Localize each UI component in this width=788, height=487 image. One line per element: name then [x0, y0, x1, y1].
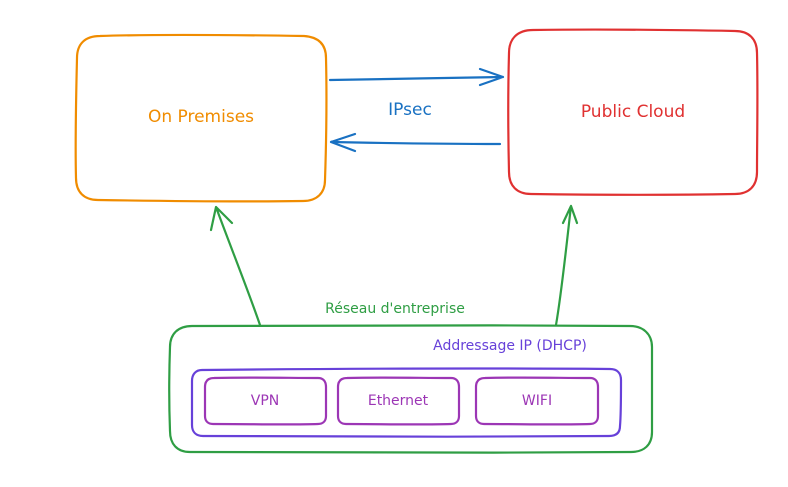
ip-addressing-node[interactable]: Addressage IP (DHCP): [190, 338, 623, 438]
ipsec-link[interactable]: IPsec: [328, 67, 505, 153]
vpn-node[interactable]: VPN: [203, 376, 328, 426]
public-cloud-node[interactable]: Public Cloud: [507, 28, 759, 196]
ip-addressing-label: Addressage IP (DHCP): [433, 338, 587, 354]
vpn-label: VPN: [251, 393, 280, 409]
enterprise-network-box: [168, 324, 654, 454]
enterprise-network-label: Réseau d'entreprise: [325, 301, 465, 317]
uplink-arrow-public-cloud: [554, 204, 579, 327]
public-cloud-box: [507, 28, 759, 196]
public-cloud-label: Public Cloud: [581, 102, 685, 122]
ipsec-arrow-left: [329, 132, 502, 153]
ethernet-label: Ethernet: [368, 393, 429, 409]
wifi-node[interactable]: WIFI: [474, 376, 600, 426]
on-premises-box: [74, 33, 328, 203]
wifi-label: WIFI: [522, 393, 552, 409]
ipsec-label: IPsec: [388, 100, 432, 120]
ethernet-node[interactable]: Ethernet: [336, 376, 461, 426]
on-premises-node[interactable]: On Premises: [74, 33, 328, 203]
uplink-arrow-on-premises: [209, 205, 262, 327]
enterprise-network-node[interactable]: Réseau d'entreprise: [168, 301, 654, 454]
network-uplinks: [209, 204, 579, 327]
ip-addressing-box: [190, 367, 623, 438]
wifi-box: [474, 376, 600, 426]
ethernet-box: [336, 376, 461, 426]
on-premises-label: On Premises: [148, 107, 254, 127]
ipsec-arrow-right: [328, 67, 505, 87]
vpn-box: [203, 376, 328, 426]
